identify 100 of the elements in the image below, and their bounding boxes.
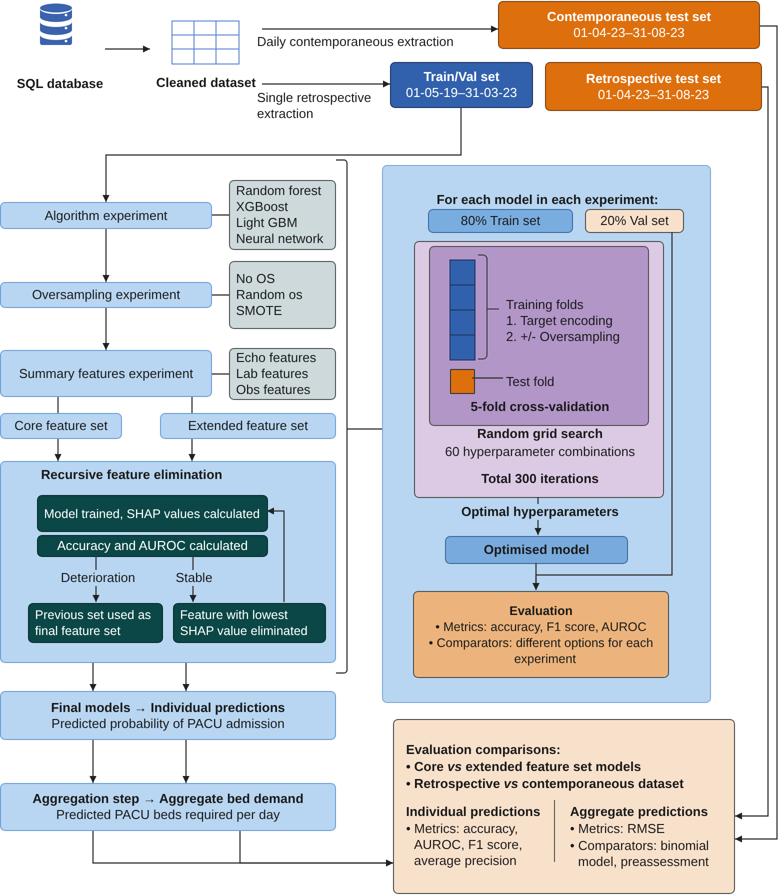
connector-line	[191, 397, 193, 413]
label-text: Previous set used as final feature set	[35, 607, 152, 639]
heading-text: SQL database	[16, 76, 104, 92]
label-text: Summary features experiment	[18, 366, 194, 382]
edge-label: Deterioration	[58, 570, 138, 586]
process-box	[0, 202, 212, 229]
options-box	[229, 348, 336, 400]
label-text: Random forest	[236, 183, 322, 199]
heading-text: Recursive feature elimination	[41, 467, 224, 483]
connector-line	[212, 373, 229, 375]
arrow	[102, 308, 110, 350]
process-box	[0, 413, 122, 439]
test-fold-square	[450, 369, 475, 394]
label-text: Echo features	[236, 350, 318, 366]
arrow	[239, 831, 393, 866]
label-text: • Metrics: accuracy, AUROC, F1 score, average precision	[406, 821, 524, 869]
label-text: 01-04-23–31-08-23	[596, 86, 710, 102]
label-text: Accuracy and AUROC calculated	[56, 538, 249, 554]
label-text: SMOTE	[236, 303, 284, 319]
split-box	[585, 209, 684, 233]
heading-text: 5-fold cross-validation	[470, 399, 610, 415]
options-box	[229, 261, 336, 329]
dataset-box	[390, 62, 533, 108]
heading-text: Individual predictions	[406, 804, 542, 820]
heading-text: Total 300 iterations	[480, 471, 600, 487]
dataset-box	[498, 1, 760, 49]
label-text: 01-04-23–31-08-23	[572, 25, 686, 41]
arrow	[735, 25, 778, 842]
label-text: • Metrics: RMSE	[570, 821, 666, 837]
process-box	[445, 536, 628, 564]
arrow	[105, 46, 150, 52]
heading-text: Cleaned dataset	[155, 75, 257, 91]
heading-text: • Core vs extended feature set models	[406, 759, 642, 775]
heading-text: Aggregate predictions	[570, 804, 709, 820]
edge-label: Single retrospective extraction	[257, 90, 372, 122]
arrow	[262, 80, 390, 88]
label-text: Random os	[236, 287, 304, 303]
split-box	[428, 209, 573, 233]
label-text: No OS	[236, 271, 276, 287]
search-panel	[414, 241, 664, 498]
arrow	[54, 439, 62, 461]
evaluation-box	[393, 719, 735, 894]
label-text: 01-05-19–31-03-23	[404, 85, 518, 101]
label-text: XGBoost	[236, 199, 290, 215]
edge-label: Optimal hyperparameters	[459, 504, 621, 520]
arrow	[90, 740, 96, 783]
label-text: • Metrics: accuracy, F1 score, AUROC	[434, 618, 648, 634]
heading-text: Evaluation	[508, 602, 574, 618]
heading-text: For each model in each experiment:	[436, 192, 660, 208]
label-text: Predicted probability of PACU admission	[50, 716, 286, 732]
label-text: 60 hyperparameter combinations	[444, 444, 636, 460]
process-box	[0, 350, 212, 397]
edge-label: Stable	[174, 570, 214, 586]
step-box	[37, 495, 268, 532]
heading-text: Evaluation comparisons:	[406, 742, 562, 758]
arrow	[102, 108, 462, 202]
process-box	[160, 413, 336, 439]
label-text: 2. +/- Oversampling	[506, 329, 621, 345]
label-text: Extended feature set	[187, 418, 309, 434]
arrow	[267, 508, 285, 602]
label-text: • Comparators: different options for each experiment	[428, 634, 654, 666]
label-text: Model trained, SHAP values calculated	[44, 506, 261, 522]
arrow	[532, 232, 673, 590]
connector-line	[212, 214, 229, 216]
label-text: Feature with lowest SHAP value eliminated	[180, 607, 309, 639]
label-text: 20% Val set	[599, 213, 670, 229]
arrow	[182, 663, 190, 691]
connector-line	[57, 397, 59, 413]
label-text: Obs features	[236, 382, 312, 398]
label-text: Lab features	[236, 366, 310, 382]
cross-validation-panel	[429, 246, 649, 426]
arrow	[262, 26, 498, 32]
label-text: • Comparators: binomial model, preassessment	[570, 838, 710, 870]
arrow	[182, 740, 190, 783]
evaluation-box	[413, 591, 669, 678]
step-box	[173, 603, 326, 643]
process-box	[0, 783, 336, 831]
label-text: Neural network	[236, 231, 324, 247]
label-text: Predicted PACU beds required per day	[55, 807, 281, 823]
label-text: Training folds	[506, 297, 585, 313]
options-box	[229, 180, 336, 250]
arrow	[188, 439, 196, 461]
step-box	[28, 603, 163, 643]
process-box	[0, 461, 336, 663]
heading-text: Contemporaneous test set	[546, 9, 712, 25]
arrow	[90, 663, 96, 691]
step-box	[37, 535, 268, 557]
arrow	[735, 86, 769, 820]
label-text: Light GBM	[236, 215, 298, 231]
label-text: Algorithm experiment	[44, 208, 168, 224]
heading-text: Aggregation step → Aggregate bed demand	[31, 791, 305, 807]
label-text: Core feature set	[13, 418, 109, 434]
label-text: 1. Target encoding	[506, 313, 614, 329]
heading-text: Train/Val set	[422, 69, 500, 85]
arrow	[102, 229, 110, 282]
connector-line	[212, 294, 229, 296]
heading-text: Optimised model	[482, 542, 590, 558]
label-text: 80% Train set	[460, 213, 542, 229]
process-box	[0, 691, 336, 740]
connector-line	[472, 377, 503, 379]
